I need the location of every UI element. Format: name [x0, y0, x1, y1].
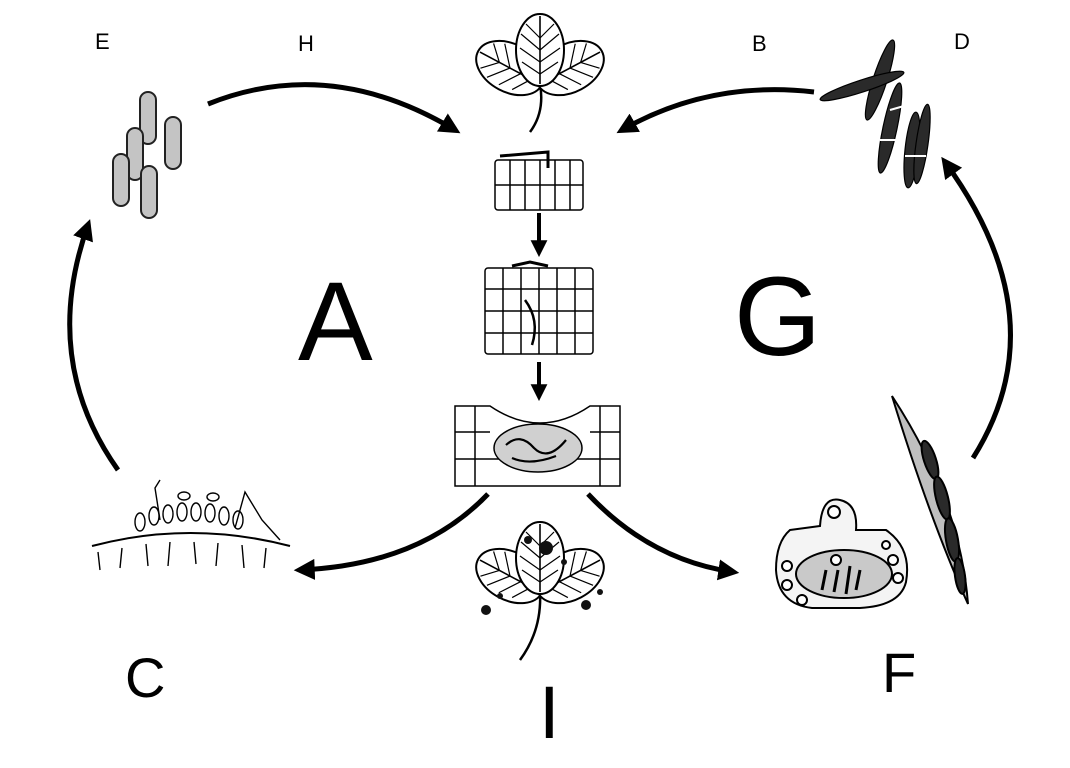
arrow-tissue-to-c — [293, 492, 490, 580]
arrow-c-to-e — [67, 219, 121, 472]
arrow-e-to-leaf — [207, 82, 461, 134]
spindle-ascus — [891, 395, 969, 605]
tissue-section-1 — [494, 150, 584, 211]
label-c: C — [125, 646, 166, 709]
arrow-tissue-to-f — [586, 492, 740, 581]
label-e: E — [95, 29, 110, 54]
label-g: G — [734, 254, 822, 379]
label-d: D — [954, 29, 970, 54]
label-i: I — [539, 671, 560, 754]
arrow-f-to-d — [941, 156, 1013, 460]
tissue-section-3 — [454, 405, 621, 487]
healthy-leaf — [465, 13, 615, 133]
diseased-leaf — [465, 521, 615, 661]
sporulating-surface — [91, 479, 291, 571]
cylindrical-conidia — [112, 91, 182, 219]
label-b: B — [752, 31, 767, 56]
label-a: A — [298, 259, 373, 384]
fungal-cell — [774, 498, 908, 609]
label-h: H — [298, 31, 314, 56]
arrow-d-to-leaf — [616, 87, 815, 134]
label-f: F — [882, 641, 917, 704]
dark-conidia — [819, 39, 931, 189]
tissue-section-2 — [484, 260, 594, 355]
